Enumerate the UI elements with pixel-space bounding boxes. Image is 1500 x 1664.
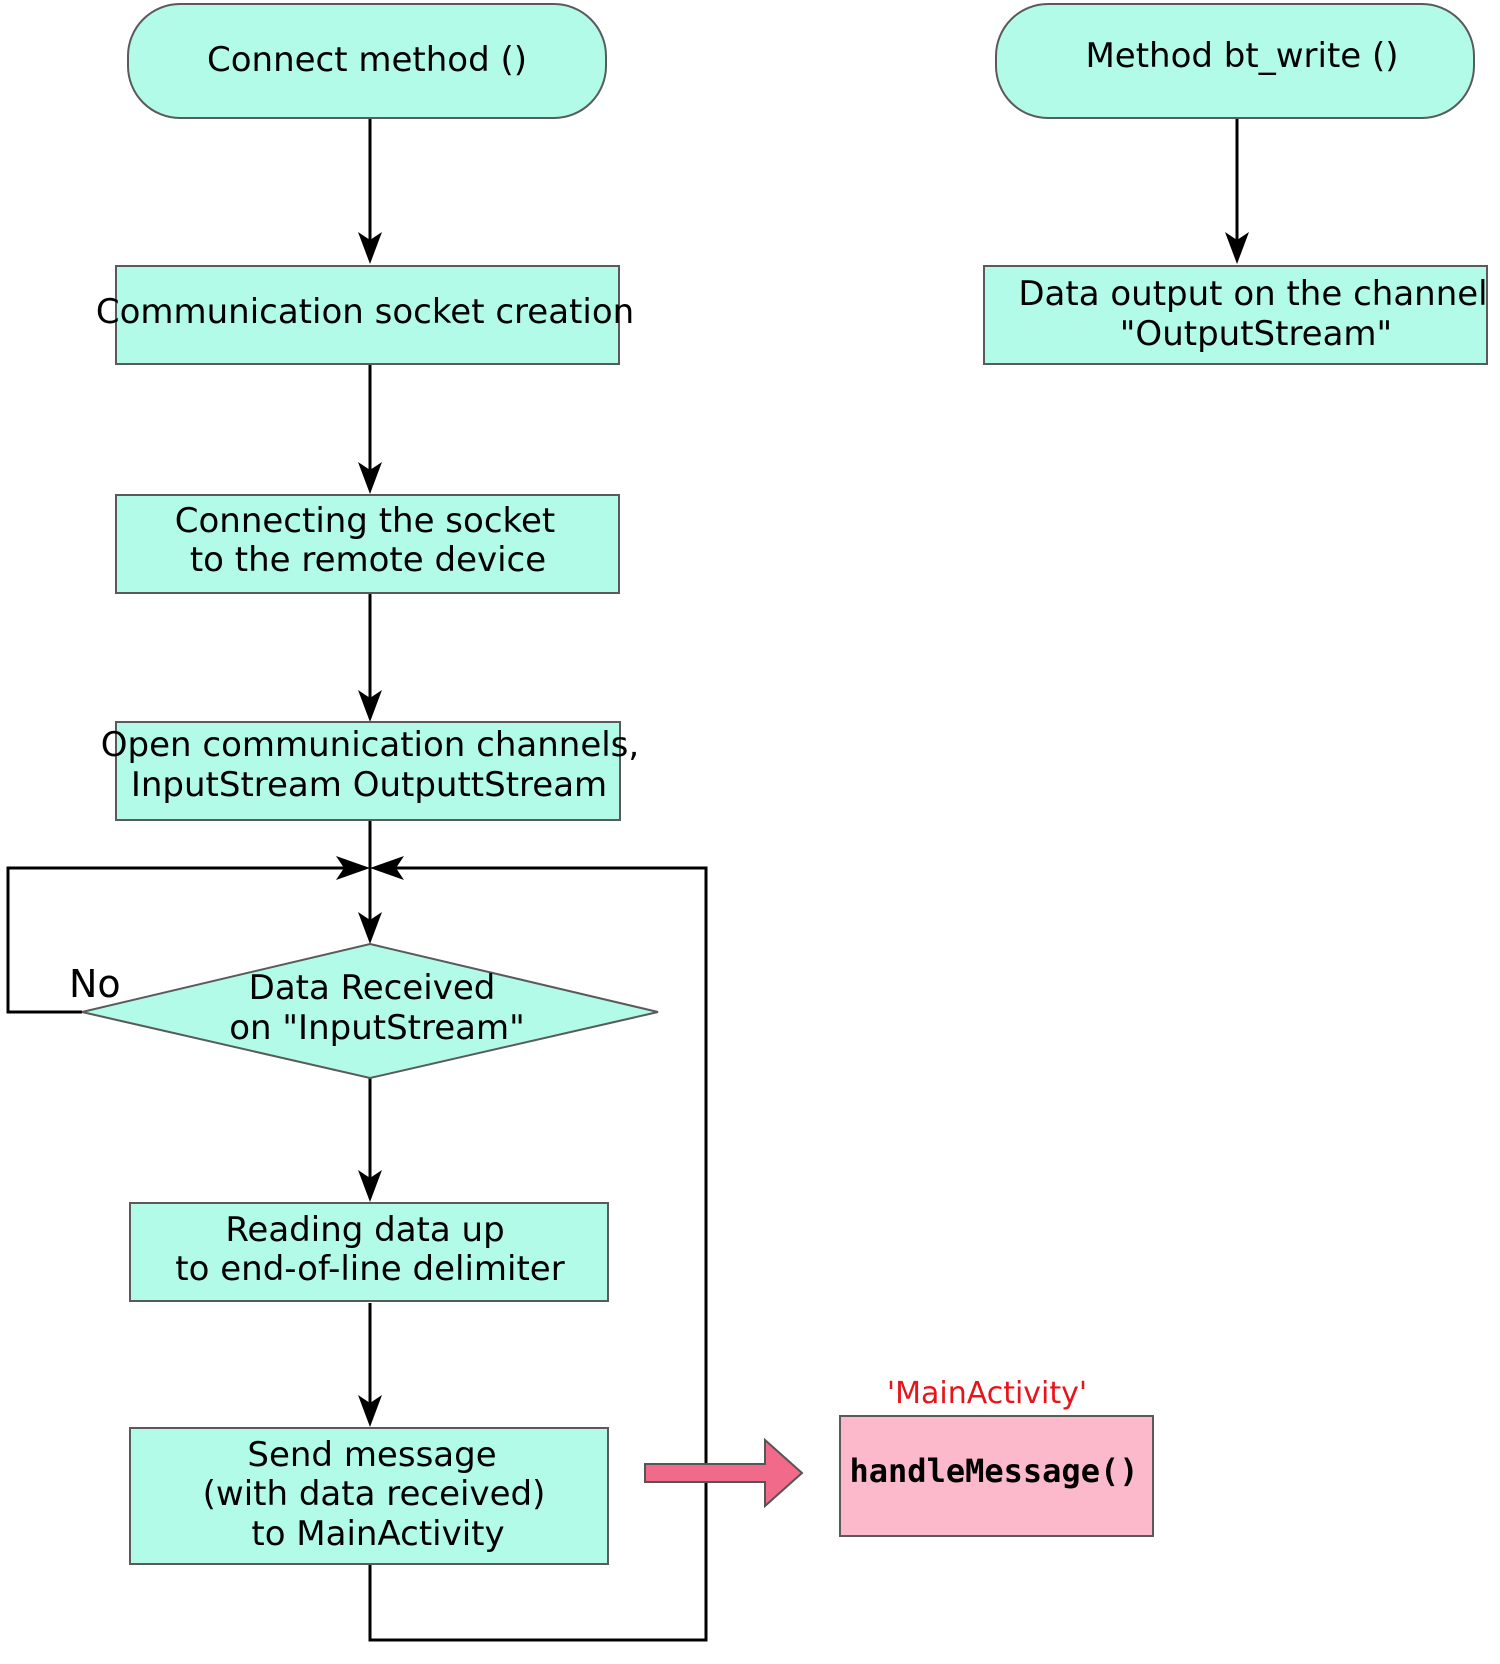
data-received-label-line2: on "InputStream" (229, 1008, 525, 1048)
send-message-label-line2: (with data received) (203, 1474, 546, 1514)
socket-creation-label: Communication socket creation (96, 292, 634, 332)
transfer-arrow (644, 1437, 804, 1509)
reading-data-node (129, 1202, 609, 1302)
arrowhead-loop-return (370, 856, 404, 880)
connect-method-terminal (127, 3, 607, 119)
arrowhead-open (358, 690, 382, 722)
connecting-socket-label-line2: to the remote device (190, 540, 546, 580)
arrowhead-socket (358, 232, 382, 264)
send-message-label-line3: to MainActivity (251, 1514, 504, 1554)
bt-write-label: Method bt_write () (1085, 36, 1398, 76)
connecting-socket-label-line1: Connecting the socket (175, 501, 556, 541)
arrowhead-output (1225, 232, 1249, 264)
socket-creation-node (115, 265, 620, 365)
arrowhead-decision (358, 912, 382, 944)
open-channels-label-line1: Open communication channels, (101, 725, 639, 765)
arrowhead-send (358, 1395, 382, 1427)
data-received-label-line1: Data Received (249, 968, 496, 1008)
handle-message-label: handleMessage() (850, 1452, 1139, 1490)
data-output-label-line2: "OutputStream" (1120, 314, 1392, 354)
arrowhead-reading (358, 1170, 382, 1202)
connect-method-label: Connect method () (207, 40, 527, 80)
bt-write-terminal (995, 3, 1475, 119)
reading-data-label-line2: to end-of-line delimiter (175, 1249, 564, 1289)
open-channels-node (115, 721, 621, 821)
send-message-node (129, 1427, 609, 1565)
data-output-label-line1: Data output on the channel (1018, 274, 1487, 314)
arrowhead-loop-no (336, 856, 370, 880)
open-channels-label-line2: InputStream OutputtStream (131, 765, 607, 805)
handle-message-node (839, 1415, 1154, 1537)
main-activity-label: 'MainActivity' (887, 1376, 1087, 1411)
arrowhead-connecting (358, 462, 382, 494)
send-message-label-line1: Send message (247, 1435, 496, 1475)
data-output-node (983, 265, 1488, 365)
no-branch-label: No (69, 962, 121, 1006)
reading-data-label-line1: Reading data up (225, 1210, 504, 1250)
connecting-socket-node (115, 494, 620, 594)
loop-no-branch (6, 866, 346, 1014)
data-received-decision (81, 942, 659, 1080)
loop-return (368, 866, 708, 1642)
